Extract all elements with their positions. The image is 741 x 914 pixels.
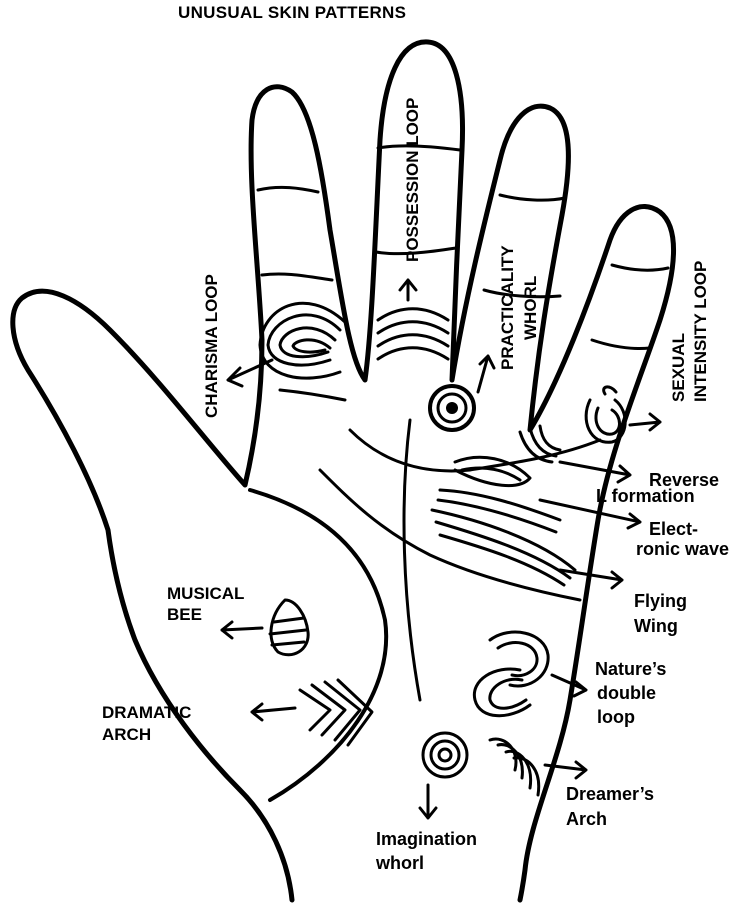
crease (592, 340, 650, 349)
dramatic-arrow (252, 704, 295, 720)
practicality-arrow (478, 356, 494, 392)
sexual-label-1: SEXUAL (670, 333, 688, 402)
practicality-label-2: WHORL (522, 276, 540, 340)
life-line (404, 420, 420, 700)
flying-label-2: Wing (634, 617, 678, 636)
imagination-arrow (420, 785, 436, 818)
imagination-whorl-pattern (423, 733, 467, 777)
electronic-label-1: Elect- (649, 520, 698, 539)
crease (258, 187, 318, 192)
sexual-label-2: INTENSITY LOOP (692, 261, 710, 402)
possession-arrow (400, 280, 416, 300)
musical-bee-pattern (270, 600, 308, 655)
natures-label-2: double (597, 684, 656, 703)
dramatic-label-2: ARCH (102, 726, 151, 744)
musical-label-1: MUSICAL (167, 585, 244, 603)
diagram-title: UNUSUAL SKIN PATTERNS (178, 4, 406, 22)
sexual-arrow (630, 414, 660, 430)
dreamers-label-2: Arch (566, 810, 607, 829)
reverse-label-2: L formation (596, 487, 695, 506)
practicality-whorl-pattern (430, 386, 474, 430)
practicality-label-1: PRACTICALITY (499, 245, 517, 370)
charisma-arrow (228, 360, 272, 386)
imagination-label-1: Imagination (376, 830, 477, 849)
hand-outline (13, 42, 674, 900)
natures-double-loop-pattern (474, 632, 548, 716)
crease (500, 195, 565, 200)
dreamers-label-1: Dreamer’s (566, 785, 654, 804)
crease (612, 265, 668, 270)
charisma-loop-label: CHARISMA LOOP (203, 274, 221, 418)
electronic-wave-pattern (438, 457, 560, 532)
natures-label-1: Nature’s (595, 660, 666, 679)
flying-label-1: Flying (634, 592, 687, 611)
thumb-base-line (250, 490, 386, 800)
natures-label-3: loop (597, 708, 635, 727)
possession-loop-pattern (378, 309, 448, 359)
charisma-loop-pattern (260, 303, 345, 378)
electronic-label-2: ronic wave (636, 540, 729, 559)
musical-label-2: BEE (167, 606, 202, 624)
possession-loop-label: POSSESSION LOOP (404, 98, 422, 262)
crease (262, 274, 332, 280)
imagination-label-2: whorl (376, 854, 424, 873)
heart-line (350, 430, 600, 471)
reverse-l-arrow (560, 462, 630, 482)
dreamers-arch-pattern (490, 739, 539, 795)
flying-wing-pattern (432, 510, 575, 585)
dramatic-label-1: DRAMATIC (102, 704, 191, 722)
palm-line (280, 390, 345, 400)
musical-arrow (222, 622, 262, 638)
